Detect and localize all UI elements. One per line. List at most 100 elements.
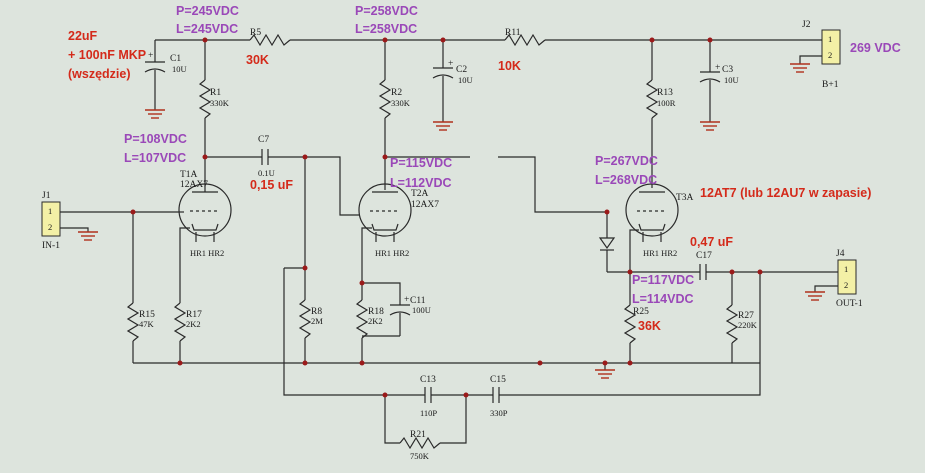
- r5-ref: R5: [250, 28, 261, 38]
- j4-ref: J4: [836, 249, 845, 259]
- t3a-heater: HR1 HR2: [643, 248, 677, 258]
- connector-j2: 1 2 J2 B+1: [799, 20, 841, 90]
- cap-note-line1: 22uF: [68, 29, 98, 43]
- capacitor-c13: C13 110P: [420, 375, 437, 418]
- j1-name: IN-1: [42, 241, 60, 251]
- voltage-t1-p: P=108VDC: [124, 132, 187, 146]
- r8-ref: R8: [311, 307, 322, 317]
- c2-ref: C2: [456, 65, 467, 75]
- resistor-r2: R2 330K: [378, 40, 411, 190]
- ground-icon: [805, 291, 825, 301]
- capacitor-c1: + C1 10U: [144, 40, 187, 110]
- resistor-r25: R25: [623, 272, 649, 363]
- r27-value: 220K: [738, 320, 758, 330]
- r17-ref: R17: [186, 310, 202, 320]
- tube-t2a: T2A 12AX7 HR1 HR2: [358, 183, 439, 258]
- resistor-r15: R15 47K: [126, 212, 155, 363]
- resistor-r17: R17 2K2: [173, 302, 202, 363]
- c13-value: 110P: [420, 408, 437, 418]
- tube-t1a: T1A 12AX7 HR1 HR2: [178, 170, 232, 258]
- tube-t3a: T3A HR1 HR2: [625, 183, 694, 258]
- r11-value-note: 10K: [498, 59, 521, 73]
- annotations: 22uF + 100nF MKP (wszędzie) P=245VDC L=2…: [68, 4, 901, 333]
- c13-ref: C13: [420, 375, 436, 385]
- c17-value-note: 0,47 uF: [690, 235, 733, 249]
- capacitor-c2: + C2 10U: [432, 40, 473, 122]
- j2-ref: J2: [802, 20, 811, 30]
- c15-ref: C15: [490, 375, 506, 385]
- r1-ref: R1: [210, 88, 221, 98]
- ground-icon: [433, 121, 453, 131]
- capacitor-c3: + C3 10U: [699, 40, 739, 122]
- svg-text:1: 1: [844, 264, 848, 274]
- capacitor-c15: C15 330P: [490, 375, 508, 418]
- ground-icon: [595, 369, 615, 379]
- cap-note-line2: + 100nF MKP: [68, 48, 146, 62]
- voltage-t2-p: P=115VDC: [390, 156, 452, 170]
- r13-value: 100R: [657, 98, 676, 108]
- svg-text:+: +: [448, 59, 453, 69]
- svg-text:2: 2: [828, 50, 832, 60]
- t1a-ref: T1A: [180, 170, 198, 180]
- diode: [598, 212, 616, 272]
- t1a-heater: HR1 HR2: [190, 248, 224, 258]
- c15-value: 330P: [490, 408, 508, 418]
- capacitor-c7: C7 0.1U: [205, 135, 305, 178]
- r1-value: 330K: [210, 98, 230, 108]
- r11-ref: R11: [505, 28, 521, 38]
- c2-value: 10U: [458, 75, 473, 85]
- j1-ref: J1: [42, 191, 51, 201]
- c3-ref: C3: [722, 65, 733, 75]
- r17-value: 2K2: [186, 319, 201, 329]
- voltage-node2-l: L=258VDC: [355, 22, 417, 36]
- voltage-t3-p: P=267VDC: [595, 154, 658, 168]
- svg-text:2: 2: [48, 222, 52, 232]
- r8-value: 2M: [311, 316, 323, 326]
- svg-text:+: +: [148, 51, 153, 61]
- connector-j1: 1 2 J1 IN-1: [41, 191, 180, 251]
- t2a-heater: HR1 HR2: [375, 248, 409, 258]
- svg-text:1: 1: [828, 34, 832, 44]
- cap-note-line3: (wszędzie): [68, 67, 131, 81]
- voltage-t3k-p: P=117VDC: [632, 273, 694, 287]
- ground-icon: [790, 63, 810, 73]
- voltage-node1-p: P=245VDC: [176, 4, 239, 18]
- resistor-r27: R27 220K: [725, 272, 758, 363]
- c1-value: 10U: [172, 64, 187, 74]
- voltage-t3k-l: L=114VDC: [632, 292, 694, 306]
- c11-value: 100U: [412, 305, 431, 315]
- r21-ref: R21: [410, 430, 426, 440]
- j2-name: B+1: [822, 80, 839, 90]
- capacitor-c17: C17: [696, 251, 830, 280]
- c7-ref: C7: [258, 135, 269, 145]
- r21-value: 750K: [410, 451, 430, 461]
- t1a-type: 12AX7: [180, 180, 208, 190]
- tube-substitute-note: 12AT7 (lub 12AU7 w zapasie): [700, 186, 871, 200]
- c1-ref: C1: [170, 54, 181, 64]
- c3-value: 10U: [724, 75, 739, 85]
- junction-dots: [130, 37, 763, 398]
- capacitor-c11: + C11 100U: [362, 282, 431, 337]
- connector-j4: 1 2 J4 OUT-1: [814, 249, 863, 309]
- resistor-r1: R1 330K: [198, 40, 230, 192]
- voltage-t1-l: L=107VDC: [124, 151, 186, 165]
- c7-value: 0.1U: [258, 168, 275, 178]
- r5-value-note: 30K: [246, 53, 269, 67]
- r27-ref: R27: [738, 311, 754, 321]
- t2a-ref: T2A: [411, 189, 429, 199]
- j4-name: OUT-1: [836, 299, 863, 309]
- r18-value: 2K2: [368, 316, 383, 326]
- r18-ref: R18: [368, 307, 384, 317]
- resistor-r5: R5: [249, 28, 291, 47]
- voltage-node2-p: P=258VDC: [355, 4, 418, 18]
- r2-ref: R2: [391, 88, 402, 98]
- c17-ref: C17: [696, 251, 712, 261]
- ground-icon: [145, 109, 165, 119]
- r25-ref: R25: [633, 307, 649, 317]
- r15-value: 47K: [139, 319, 155, 329]
- resistor-r11: R11: [504, 28, 546, 47]
- ground-icon: [78, 231, 98, 241]
- r13-ref: R13: [657, 88, 673, 98]
